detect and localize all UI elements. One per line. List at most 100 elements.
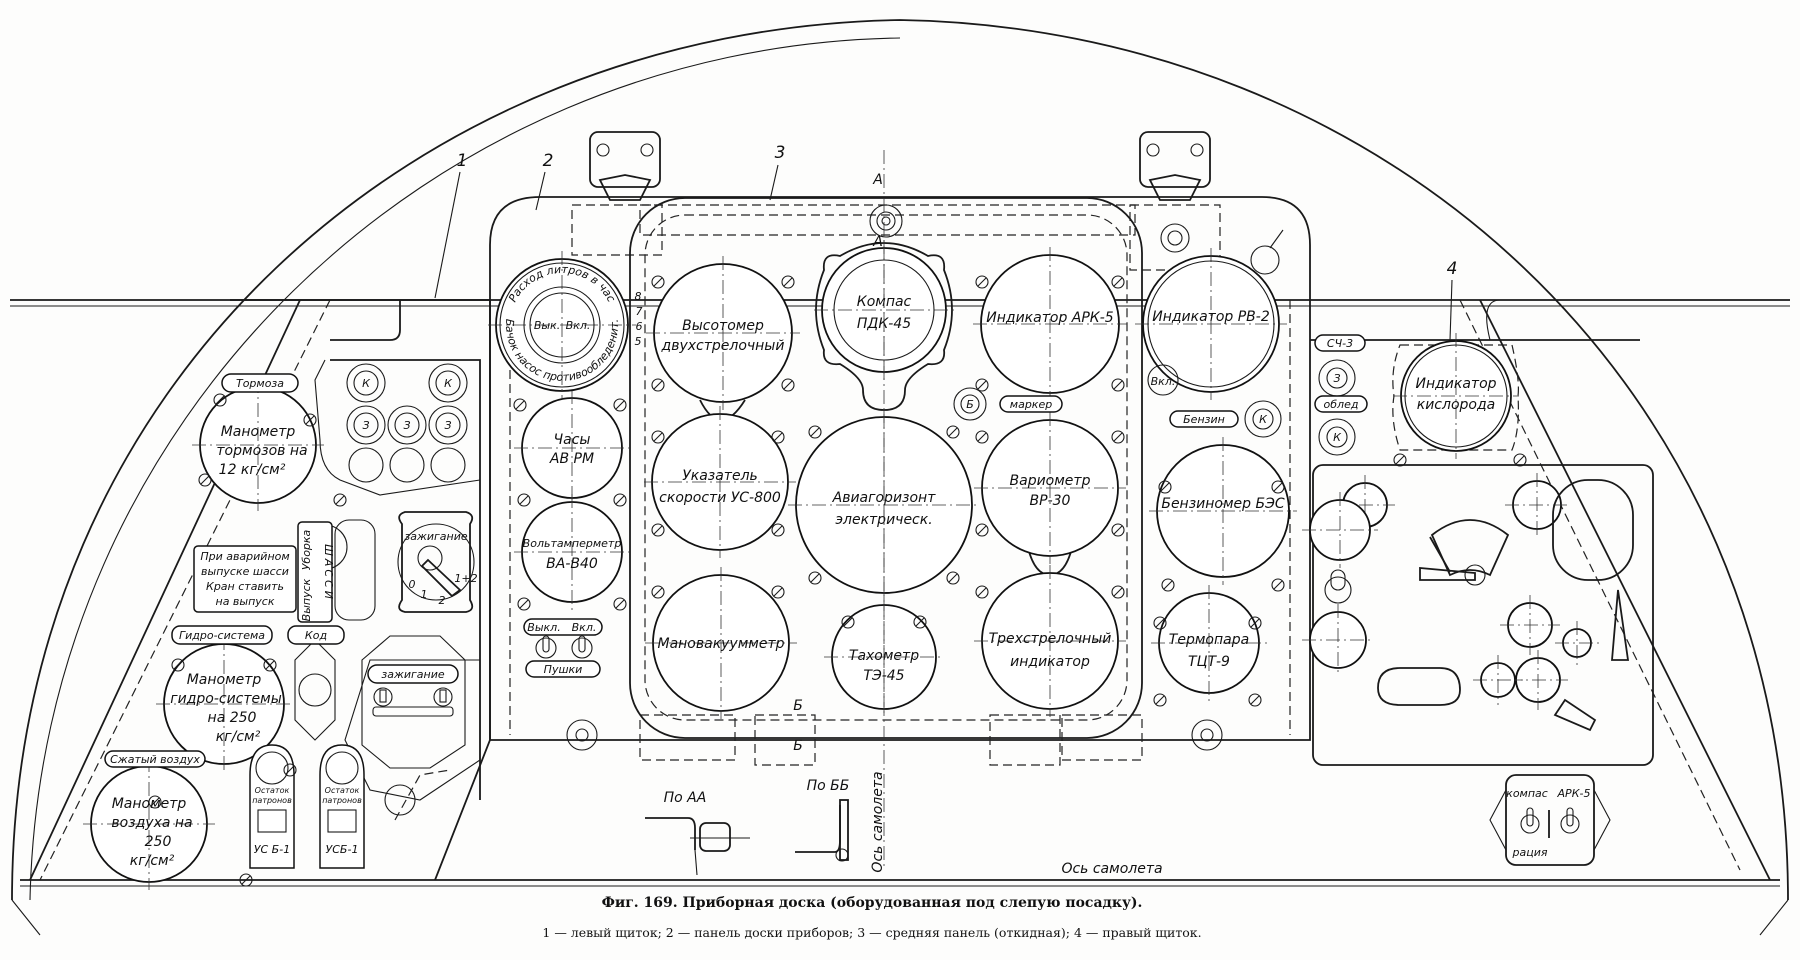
screw-slot: [653, 277, 663, 287]
screw-icon: [1111, 585, 1125, 599]
button-k-2[interactable]: К: [428, 363, 468, 403]
callouts: 1 2 3 4: [434, 143, 1457, 341]
sch3-button[interactable]: З: [1318, 359, 1356, 397]
manifold-pressure-gauge: Мановакуумметр: [645, 567, 797, 719]
screw-slot: [977, 587, 987, 597]
hydro-gauge-label: Манометр: [187, 672, 262, 688]
button-z-3[interactable]: З: [428, 405, 468, 445]
air-gauge-unit: кг/см²: [130, 853, 175, 869]
gun-toggle-1[interactable]: [535, 635, 557, 659]
fuel-gauge: Бензиномер БЭС: [1149, 437, 1297, 585]
screw-icon: [613, 493, 627, 507]
variometer-sublabel: ВР-30: [1030, 493, 1071, 509]
airspeed-label: Указатель: [682, 468, 758, 484]
figure-legend: 1 — левый щиток; 2 — панель доски прибор…: [542, 925, 1201, 940]
callout-3: 3: [775, 143, 786, 163]
altimeter-sublabel: двухстрелочный: [661, 338, 785, 354]
screw-slot: [653, 587, 663, 597]
emergency-plate-line2: выпуске шасси: [201, 565, 289, 578]
label-plates: Тормоза При аварийном выпуске шасси Кран…: [104, 334, 1590, 869]
screw-slot: [241, 875, 251, 885]
icing-plate: облед: [1324, 398, 1359, 411]
screw-slot: [977, 432, 987, 442]
rv2-indicator: Вкл. Индикатор РВ-2: [1135, 229, 1287, 400]
screws: [148, 275, 1527, 887]
variometer-gauge: Вариометр ВР-30: [974, 412, 1126, 576]
screw-icon: [975, 430, 989, 444]
screw-icon: [975, 275, 989, 289]
petrol-button[interactable]: К: [1244, 400, 1282, 438]
screw-slot: [773, 432, 783, 442]
screw-slot: [615, 599, 625, 609]
screw-icon: [913, 615, 927, 629]
button-k-1[interactable]: К: [346, 363, 386, 403]
screw-slot: [773, 587, 783, 597]
compressed-air-plate: Сжатый воздух: [110, 753, 200, 766]
ammo-counter-2: Остаток патронов УСБ-1: [319, 744, 365, 869]
screw-icon: [1111, 275, 1125, 289]
right-panel: [1302, 299, 1654, 866]
screw-icon: [283, 763, 297, 777]
screw-icon: [651, 585, 665, 599]
ark5-toggle[interactable]: [1560, 807, 1580, 834]
screw-icon: [781, 378, 795, 392]
callout-1: 1: [457, 151, 468, 171]
screw-icon: [1158, 480, 1172, 494]
icing-button[interactable]: К: [1318, 418, 1356, 456]
screw-icon: [808, 425, 822, 439]
screw-icon: [198, 473, 212, 487]
screw-slot: [1250, 695, 1260, 705]
screw-slot: [1113, 525, 1123, 535]
button-z-2[interactable]: З: [387, 405, 427, 445]
brake-gauge-sublabel: тормозов на: [216, 443, 307, 459]
button-label: З: [444, 419, 451, 432]
compass-radio-toggle[interactable]: [1520, 807, 1540, 834]
screw-slot: [1113, 277, 1123, 287]
screw-slot: [653, 380, 663, 390]
hydro-gauge-range: на 250: [208, 710, 257, 726]
rv2-switch-label: Вкл.: [1151, 375, 1176, 388]
ignition-toggle-2[interactable]: [433, 687, 453, 707]
screw-slot: [200, 475, 210, 485]
hydro-gauge-sublabel: гидро-системы: [170, 691, 282, 707]
gun-toggle-2[interactable]: [571, 635, 593, 659]
screw-slot: [783, 277, 793, 287]
screw-slot: [948, 427, 958, 437]
petrol-plate: Бензин: [1183, 413, 1225, 426]
screw-icon: [613, 597, 627, 611]
screw-icon: [975, 378, 989, 392]
voltammeter-sublabel: ВА-В40: [546, 556, 598, 572]
screw-slot: [1155, 618, 1165, 628]
gear-label: ШАССИ: [322, 544, 335, 602]
radio-compass-switch-box: компас АРК-5 рация: [1506, 787, 1590, 859]
screw-icon: [171, 658, 185, 672]
horizontal-axis-label: Ось самолета: [1061, 861, 1162, 877]
aircraft-axis: Ось самолета Ось самолета: [870, 150, 1163, 877]
ignition-pos-1-2: 1+2: [454, 572, 477, 585]
figure-caption: Фиг. 169. Приборная доска (оборудованная…: [602, 895, 1143, 911]
brakes-plate: Тормоза: [236, 377, 284, 390]
screw-slot: [519, 495, 529, 505]
screw-slot: [915, 617, 925, 627]
screw-icon: [1111, 430, 1125, 444]
hydro-plate: Гидро-система: [179, 629, 265, 642]
screw-icon: [513, 398, 527, 412]
screw-slot: [810, 427, 820, 437]
button-z-1[interactable]: З: [346, 405, 386, 445]
hydro-gauge-unit: кг/см²: [216, 729, 261, 745]
ignition-toggle-1[interactable]: [373, 687, 393, 707]
screw-slot: [783, 380, 793, 390]
fuel-gauge-label: Бензиномер БЭС: [1161, 496, 1285, 512]
screw-slot: [285, 765, 295, 775]
ignition-dial: зажигание 0 1 2 1+2: [397, 511, 478, 613]
brake-pressure-gauge: Манометр тормозов на 12 кг/см²: [192, 379, 324, 511]
screw-icon: [303, 413, 317, 427]
marker-button[interactable]: Б: [953, 387, 987, 421]
oxygen-sublabel: кислорода: [1417, 397, 1495, 413]
thermocouple-gauge: Термопара ТЦТ-9: [1151, 585, 1267, 701]
section-a-top: А: [872, 172, 883, 188]
gear-release-label: Выпуск: [300, 578, 313, 621]
screw-slot: [305, 415, 315, 425]
airspeed-sublabel: скорости УС-800: [659, 490, 781, 506]
emergency-plate-line3: Кран ставить: [206, 580, 284, 593]
